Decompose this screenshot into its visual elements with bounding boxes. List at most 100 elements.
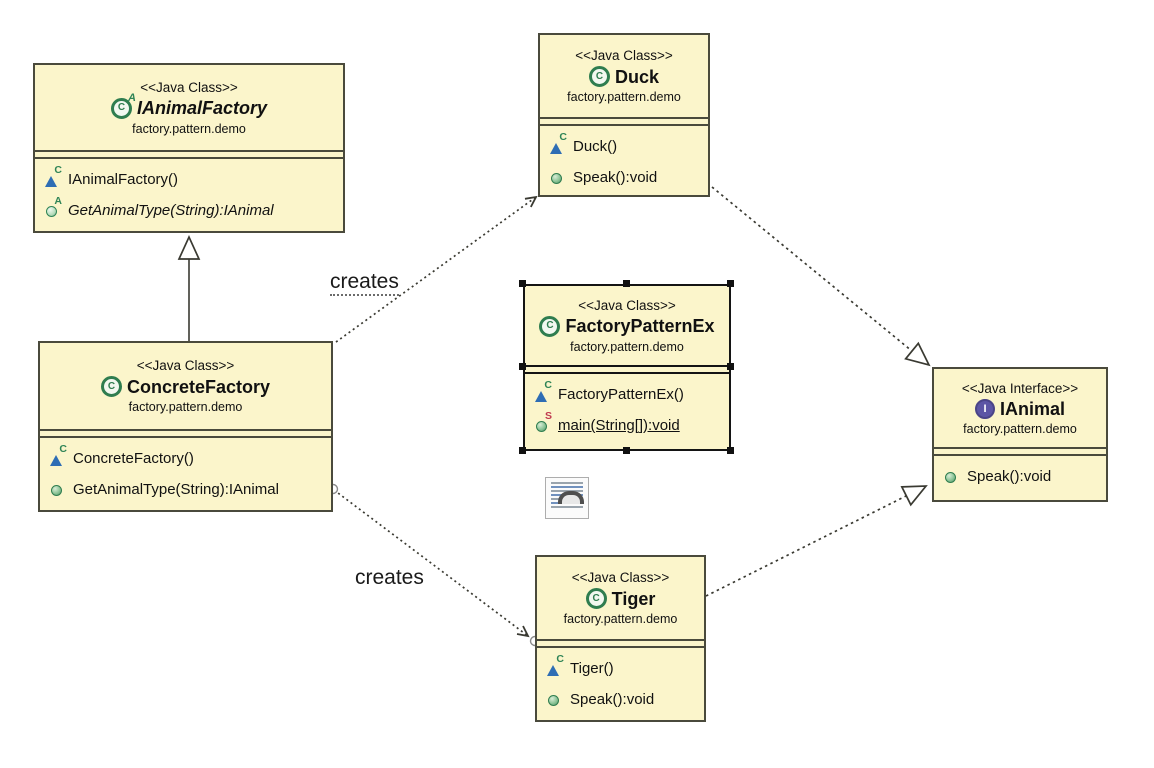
method-label: IAnimalFactory() [68, 171, 179, 188]
fields-compartment [525, 365, 729, 374]
static-method-icon: S [534, 411, 552, 433]
package-name: factory.pattern.demo [563, 612, 678, 626]
class-icon-letter: C [107, 380, 116, 392]
fields-compartment [35, 150, 343, 159]
fields-compartment [540, 117, 708, 126]
class-icon-letter: C [546, 320, 554, 331]
method-label: main(String[]):void [558, 417, 680, 434]
methods-compartment: Speak():void [934, 456, 1106, 494]
constructor-icon: C [534, 380, 552, 402]
class-name: IAnimal [999, 398, 1065, 419]
public-method-icon [943, 469, 960, 484]
interface-ianimal[interactable]: <<Java Interface>> I IAnimal factory.pat… [932, 367, 1108, 502]
constructor-icon: C [49, 444, 67, 466]
stereotype-label: <<Java Class>> [140, 79, 238, 95]
abstract-modifier: A [128, 91, 136, 104]
class-factorypatternex[interactable]: <<Java Class>> C FactoryPatternEx factor… [523, 284, 731, 451]
stereotype-label: <<Java Class>> [578, 297, 676, 313]
creates-tiger-label[interactable]: creates [355, 566, 424, 589]
class-header: <<Java Class>> C ConcreteFactory factory… [40, 343, 331, 429]
constructor-icon: C [549, 132, 567, 154]
interface-icon: I [974, 398, 995, 419]
note-image-icon[interactable] [545, 477, 589, 519]
class-icon: C [588, 66, 610, 87]
methods-compartment: C ConcreteFactory() GetAnimalType(String… [40, 438, 331, 507]
stereotype-label: <<Java Class>> [575, 48, 673, 63]
method-row[interactable]: C Tiger() [546, 653, 700, 684]
method-label: Speak():void [967, 468, 1052, 485]
class-name: Tiger [611, 588, 656, 609]
methods-compartment: C FactoryPatternEx() S main(String[]):vo… [525, 374, 729, 443]
selection-handle[interactable] [519, 447, 526, 454]
class-name-row: C ConcreteFactory [100, 376, 270, 397]
class-icon: C [585, 588, 607, 609]
fields-compartment [934, 447, 1106, 456]
selection-handle[interactable] [727, 447, 734, 454]
class-icon-letter: C [117, 102, 126, 113]
creates-duck-label[interactable]: creates [330, 270, 399, 296]
class-duck[interactable]: <<Java Class>> C Duck factory.pattern.de… [538, 33, 710, 197]
note-arch-glyph [558, 491, 584, 504]
selection-handle[interactable] [519, 280, 526, 287]
class-name: IAnimalFactory [136, 98, 268, 118]
package-name: factory.pattern.demo [570, 339, 684, 354]
methods-compartment: C Tiger() Speak():void [537, 648, 704, 717]
class-concretefactory[interactable]: <<Java Class>> C ConcreteFactory factory… [38, 341, 333, 512]
note-line [551, 506, 583, 508]
selection-handle[interactable] [519, 363, 526, 370]
class-name-row: C Tiger [585, 588, 656, 609]
class-header: <<Java Class>> C FactoryPatternEx factor… [525, 286, 729, 365]
selection-handle[interactable] [623, 280, 630, 287]
class-tiger[interactable]: <<Java Class>> C Tiger factory.pattern.d… [535, 555, 706, 722]
method-row[interactable]: Speak():void [549, 162, 704, 193]
constructor-icon: C [546, 654, 564, 676]
method-label: GetAnimalType(String):IAnimal [68, 202, 274, 219]
note-line [551, 482, 583, 484]
methods-compartment: C Duck() Speak():void [540, 126, 708, 195]
class-name-row: C FactoryPatternEx [539, 315, 715, 337]
method-row[interactable]: S main(String[]):void [534, 410, 725, 441]
selection-handle[interactable] [623, 447, 630, 454]
class-icon-letter: C [592, 592, 600, 604]
class-name: FactoryPatternEx [565, 316, 715, 336]
fields-compartment [537, 639, 704, 648]
method-row[interactable]: C Duck() [549, 131, 704, 162]
fields-compartment [40, 429, 331, 438]
methods-compartment: C IAnimalFactory() A GetAnimalType(Strin… [35, 159, 343, 228]
method-row[interactable]: C IAnimalFactory() [44, 164, 339, 195]
class-name-row: I IAnimal [974, 398, 1065, 419]
method-row[interactable]: C ConcreteFactory() [49, 443, 327, 474]
method-label: FactoryPatternEx() [558, 386, 684, 403]
class-name: Duck [614, 66, 659, 87]
package-name: factory.pattern.demo [132, 121, 246, 136]
method-row[interactable]: C FactoryPatternEx() [534, 379, 725, 410]
public-method-icon [49, 482, 66, 497]
method-label: Speak():void [573, 169, 658, 186]
constructor-icon: C [44, 165, 62, 187]
class-ianimalfactory[interactable]: <<Java Class>> C A IAnimalFactory factor… [33, 63, 345, 233]
method-row[interactable]: Speak():void [943, 461, 1102, 492]
stereotype-label: <<Java Class>> [571, 570, 670, 585]
selection-handle[interactable] [727, 363, 734, 370]
method-row[interactable]: GetAnimalType(String):IAnimal [49, 474, 327, 505]
class-header: <<Java Class>> C A IAnimalFactory factor… [35, 65, 343, 150]
method-row[interactable]: A GetAnimalType(String):IAnimal [44, 195, 339, 226]
method-label: Speak():void [570, 691, 655, 708]
note-line [551, 486, 583, 488]
method-label: ConcreteFactory() [73, 450, 194, 467]
stereotype-label: <<Java Class>> [136, 358, 235, 373]
public-method-icon [546, 692, 563, 707]
stereotype-label: <<Java Interface>> [961, 380, 1079, 396]
class-name-row: C Duck [588, 66, 659, 87]
class-icon-letter: C [595, 70, 604, 82]
interface-icon-letter: I [983, 402, 987, 415]
tiger-implements-connector[interactable] [705, 485, 928, 597]
method-label: Tiger() [570, 660, 614, 677]
creates-tiger-connector[interactable] [333, 489, 530, 638]
abstract-method-icon: A [44, 196, 62, 218]
class-header: <<Java Class>> C Duck factory.pattern.de… [540, 35, 708, 117]
duck-implements-connector[interactable] [711, 186, 931, 367]
selection-handle[interactable] [727, 280, 734, 287]
method-row[interactable]: Speak():void [546, 684, 700, 715]
